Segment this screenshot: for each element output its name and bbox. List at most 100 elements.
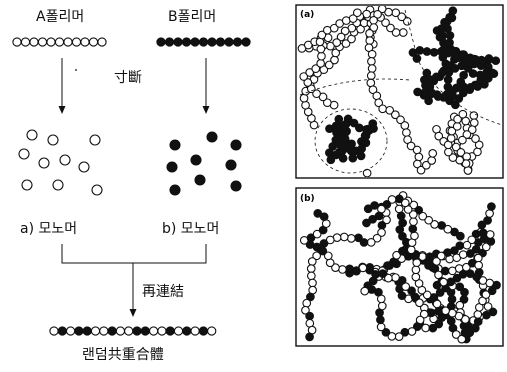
- copolymer-bead: [132, 326, 142, 336]
- panel-a-white-bead: [386, 23, 395, 33]
- panel-b-bead: [411, 265, 421, 275]
- panel-a-white-bead: [356, 24, 365, 34]
- copolymer-bead: [82, 326, 92, 336]
- panel-b-bead: [446, 277, 456, 287]
- polymer-a-bead: [63, 37, 73, 47]
- phase-boundary: [314, 108, 388, 174]
- panel-b-bead: [443, 224, 453, 234]
- panel-a-black-bead: [422, 47, 432, 56]
- copolymer-bead: [198, 326, 209, 336]
- panel-a-white-bead: [427, 156, 437, 165]
- panel-b-bead: [398, 246, 407, 256]
- panel-a-white-bead: [381, 18, 390, 28]
- panel-a-black-bead: [362, 127, 372, 137]
- panel-a-black-bead: [361, 138, 371, 148]
- panel-b-bead: [305, 311, 314, 321]
- panel-a-white-bead: [428, 149, 438, 158]
- panel-b-bead: [377, 221, 387, 230]
- panel-a-white-bead: [406, 141, 416, 151]
- panel-a-white-bead: [365, 36, 375, 45]
- panel-b-bead: [452, 273, 462, 283]
- monomer-a-bead: [78, 161, 90, 173]
- panel-a-white-bead: [474, 140, 484, 150]
- copolymer-bead: [190, 326, 200, 336]
- monomer-b-bead: [206, 131, 218, 143]
- panel-b-bead: [306, 292, 315, 302]
- monomer-b-bead: [166, 161, 178, 173]
- copolymer-bead: [107, 326, 117, 336]
- panel-b-bead: [409, 200, 419, 210]
- monomer-a-bead: [26, 129, 38, 141]
- polymer-a-bead: [88, 37, 99, 47]
- panel-a-black-bead: [408, 48, 418, 57]
- panel-a-white-bead: [397, 12, 407, 22]
- monomer-a-bead: [47, 134, 59, 146]
- panel-b-bead: [485, 209, 494, 218]
- polymer-a-bead: [46, 37, 56, 47]
- panel-a-white-bead: [340, 26, 350, 36]
- panel-a-black-bead: [454, 94, 464, 103]
- panel-a-white-bead: [451, 142, 461, 152]
- panel-a-black-bead: [348, 153, 358, 163]
- panel-b-bead: [408, 224, 418, 234]
- panel-a-white-bead: [421, 160, 431, 170]
- copolymer-bead: [173, 326, 184, 336]
- panel-b-bead: [467, 235, 477, 245]
- panel-b-bead: [396, 211, 406, 221]
- panel-b-bead: [435, 288, 445, 297]
- copolymer-bead: [157, 326, 167, 336]
- panel-a-black-bead: [465, 85, 475, 95]
- monomer-a-bead: [91, 184, 103, 196]
- panel-b-bead: [455, 241, 465, 251]
- panel-a-white-bead: [458, 109, 468, 119]
- arrow-b-down-head: [202, 106, 210, 114]
- polymer-b-bead: [232, 37, 243, 47]
- panel-a-white-bead: [348, 14, 358, 23]
- panel-b-bead: [331, 263, 340, 272]
- panel-b-bead: [461, 262, 471, 272]
- panel-a-black-bead: [343, 114, 353, 124]
- panel-b-bead: [409, 217, 418, 227]
- panel-a-white-bead: [448, 153, 458, 162]
- panel-b-bead: [471, 229, 481, 239]
- panel-b-bead: [383, 261, 392, 270]
- panel-b-bead: [387, 195, 397, 204]
- panel-a-black-bead: [335, 147, 344, 157]
- polymer-b-bead: [173, 37, 183, 47]
- panel-b-bead: [359, 238, 369, 247]
- panel-a-white-bead: [311, 64, 321, 73]
- panel-a-white-bead: [369, 23, 379, 32]
- monomer-b-bead: [230, 180, 242, 192]
- monomer-b-bead: [169, 139, 181, 151]
- panel-b-bead: [345, 264, 354, 274]
- copolymer-bead: [90, 326, 101, 336]
- reconnect-label: 再連結: [142, 284, 184, 300]
- panel-b-bead: [302, 298, 312, 308]
- panel-a-white-bead: [367, 57, 376, 66]
- panel-a-white-bead: [299, 72, 309, 81]
- panel-b-bead: [426, 308, 436, 318]
- panel-b-mixture: [295, 187, 504, 347]
- panel-b-bead: [455, 231, 465, 241]
- panel-b-bead: [406, 245, 416, 255]
- panel-a-white-bead: [446, 133, 456, 143]
- copolymer-bead: [165, 326, 175, 336]
- panel-b-bead: [487, 286, 497, 296]
- panel-a-white-bead: [368, 85, 378, 95]
- panel-b-bead: [306, 233, 316, 243]
- monomer-b-bead: [230, 139, 242, 151]
- panel-b-bead: [432, 257, 441, 266]
- panel-a-white-bead: [372, 91, 382, 101]
- panel-b-bead: [462, 240, 472, 250]
- panel-a-white-bead: [301, 100, 310, 110]
- panel-a-white-bead: [378, 104, 388, 114]
- copolymer-bead: [124, 326, 134, 336]
- panel-b-bead: [437, 221, 447, 230]
- polymer-b-bead: [156, 37, 166, 47]
- panel-b-bead: [398, 231, 407, 241]
- monomer-a-bead: [21, 179, 33, 191]
- monomer-b-label: b) 모노머: [162, 221, 220, 237]
- polymer-a-bead: [54, 37, 65, 47]
- panel-b-bead: [360, 286, 370, 296]
